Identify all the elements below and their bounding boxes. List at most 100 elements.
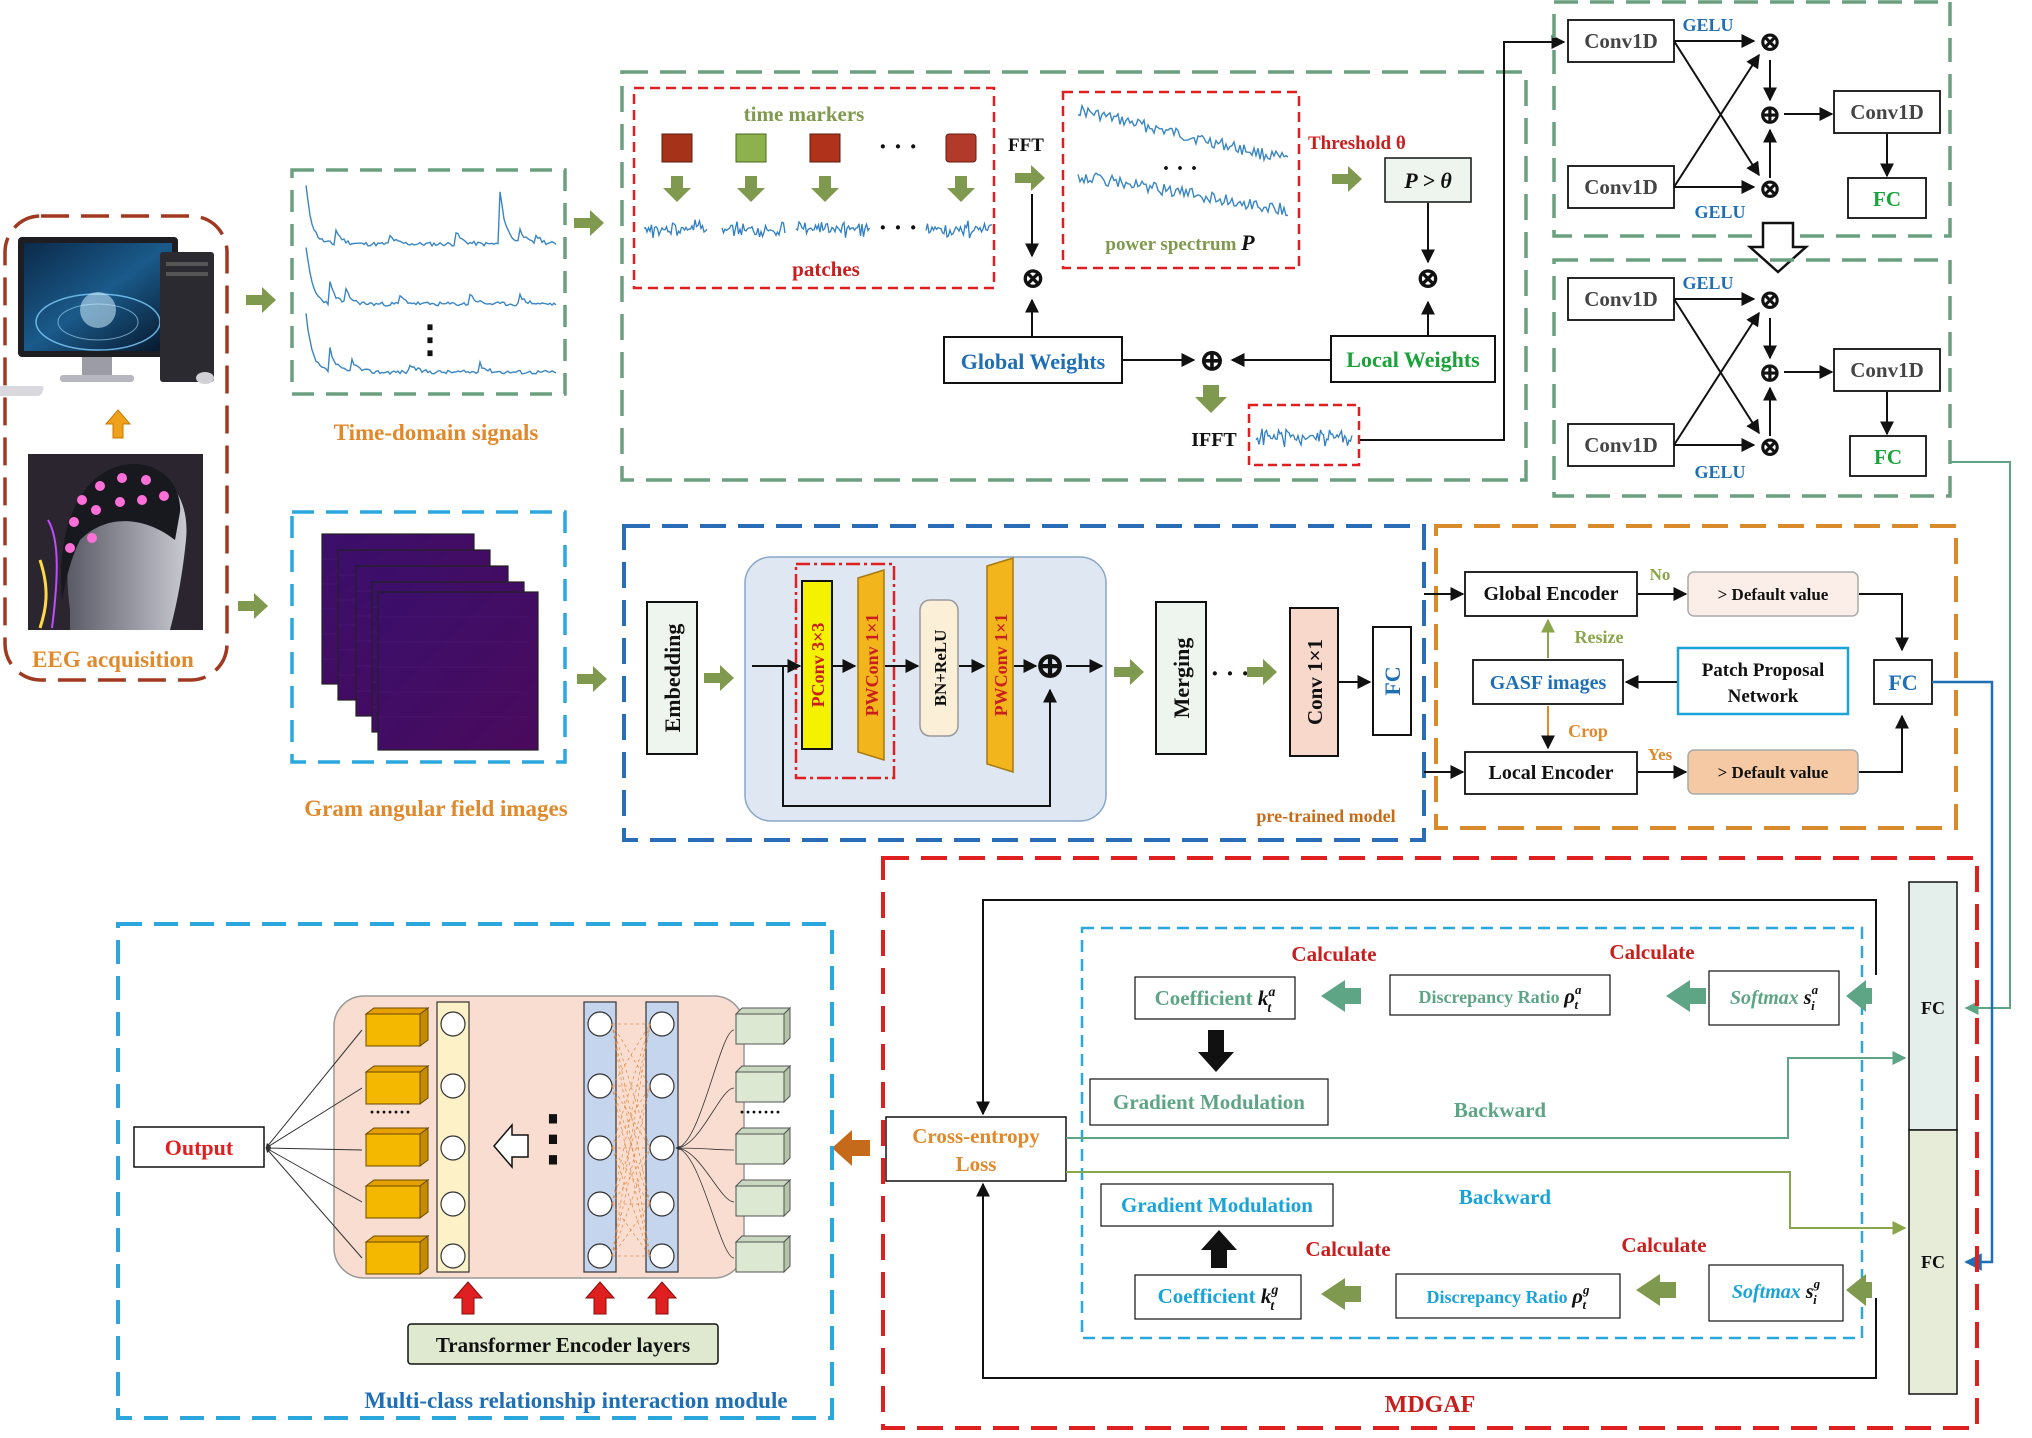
output-token-cube-top: [364, 1235, 430, 1243]
pretrained-caption: pre-trained model: [1256, 806, 1395, 826]
conv1d-label: Conv1D: [1850, 358, 1924, 382]
arrow-fft: [1015, 165, 1045, 191]
output-token-cube-top: [364, 1007, 430, 1015]
pwconv-label: PWConv 1×1: [862, 614, 882, 717]
gram-label: Gram angular field images: [304, 796, 567, 821]
transformer-encoder-box: [407, 1323, 719, 1365]
conv1d-label: Conv1D: [1584, 175, 1658, 199]
arrow-to-threshold: [1332, 166, 1362, 192]
time-markers-dots: · · ·: [878, 132, 917, 161]
local-encoder-label: Local Encoder: [1489, 762, 1614, 784]
backward-a-label: Backward: [1454, 1098, 1546, 1122]
conv1x1-label: Conv 1×1: [1303, 639, 1327, 725]
time-domain-label: Time-domain signals: [334, 420, 539, 445]
up-arrow-icon: [104, 409, 132, 439]
fc-label: FC: [1874, 445, 1902, 469]
output-token-cube-top: [364, 1065, 430, 1073]
gasf-images-box: [1472, 659, 1624, 705]
gasf-images-label: GASF images: [1490, 672, 1607, 694]
attention-link: [611, 1023, 651, 1205]
output-box: [133, 1126, 265, 1168]
pretrained-model-panel: Embedding PConv 3×3 PWConv 1×1 BN+ReLU P…: [622, 524, 1426, 842]
patch-signal: [925, 220, 993, 239]
red-up-arrow-icon: [584, 1281, 616, 1315]
time-signal-trace: [305, 185, 557, 248]
input-token-cube: [735, 1013, 785, 1045]
pretrained-dots: · · ·: [1210, 659, 1249, 688]
neuron-node: [440, 1135, 466, 1161]
pconv-label: PConv 3×3: [808, 623, 828, 708]
merging-label: Merging: [1169, 638, 1194, 719]
dots-small-right: ·······: [739, 1102, 781, 1122]
output-token-cube: [365, 1185, 421, 1219]
patch-proposal-label: Network: [1728, 686, 1799, 707]
input-token-cube-top: [734, 1235, 792, 1243]
attention-link: [611, 1147, 651, 1257]
embedding-box: [646, 601, 698, 755]
discrepancy-g-box: [1395, 1273, 1621, 1319]
down-arrow-icon: [811, 176, 839, 202]
time-domain-panel: ⋮ Time-domain signals: [290, 168, 567, 445]
conv1d-box: [1567, 277, 1675, 321]
gradient-modulation-g-box: [1100, 1183, 1334, 1227]
gelu-label: GELU: [1694, 462, 1745, 482]
attention-link: [611, 1147, 651, 1257]
fc-label: FC: [1873, 187, 1901, 211]
mdgaf-fc-label: FC: [1921, 998, 1945, 1018]
output-connector: [265, 1029, 363, 1149]
default-value-label: > Default value: [1718, 585, 1829, 604]
neuron-node: [649, 1073, 675, 1099]
output-token-cube-side: [419, 1127, 429, 1167]
gelu-label: GELU: [1682, 15, 1733, 35]
neuron-node: [440, 1011, 466, 1037]
ifft-label: IFFT: [1191, 429, 1237, 451]
yes-label: Yes: [1648, 745, 1673, 764]
neuron-node: [587, 1191, 613, 1217]
arrow-acq-to-gram: [238, 593, 268, 619]
arrow-left-icon: [1321, 1278, 1361, 1310]
pconv-box: [801, 580, 833, 750]
arrow-to-conv1x1: [1247, 659, 1277, 685]
input-connector: [675, 1029, 735, 1150]
arrow-left-icon: [1666, 980, 1706, 1012]
gradient-modulation-a-label: Gradient Modulation: [1113, 1090, 1305, 1114]
arrow-acq-to-time: [246, 287, 276, 313]
coefficient-a-box: [1134, 976, 1296, 1020]
gelu-label: GELU: [1682, 273, 1733, 293]
plus-symbol: ⊕: [1758, 100, 1781, 131]
gaf-image: [377, 591, 539, 751]
local-encoder-box: [1464, 751, 1638, 795]
time-markers-label: time markers: [744, 102, 865, 126]
input-connector: [675, 1146, 735, 1259]
threshold-condition-box: [1384, 157, 1472, 203]
attention-link: [611, 1147, 651, 1205]
input-token-cube-side: [783, 1006, 791, 1046]
neuron-node: [649, 1135, 675, 1161]
neuron-node: [649, 1011, 675, 1037]
output-token-cube-side: [419, 1179, 429, 1219]
time-signal-trace: [305, 313, 557, 376]
time-marker-square: [661, 133, 693, 163]
interaction-title: Multi-class relationship interaction mod…: [364, 1388, 787, 1413]
global-weights-label: Global Weights: [961, 349, 1106, 374]
default-value-box-local: [1687, 749, 1859, 795]
input-token-cube: [735, 1185, 785, 1217]
cross-entropy-loss-box: [885, 1116, 1067, 1182]
power-spectrum-dots: · · ·: [1162, 156, 1198, 182]
output-connector: [265, 1145, 363, 1151]
no-label: No: [1650, 565, 1671, 584]
arrow-loss-to-interaction: [832, 1130, 870, 1166]
patches-label: patches: [792, 257, 860, 281]
output-token-cube-side: [419, 1235, 429, 1275]
fc-box: [1847, 177, 1927, 219]
output-token-cube: [365, 1241, 421, 1275]
down-arrow-icon: [663, 176, 691, 202]
patch-proposal-label: Patch Proposal: [1702, 660, 1825, 681]
red-up-arrow-icon: [452, 1281, 484, 1315]
global-encoder-label: Global Encoder: [1483, 583, 1618, 605]
input-token-cube-top: [734, 1127, 792, 1135]
output-token-cube-top: [364, 1179, 430, 1187]
